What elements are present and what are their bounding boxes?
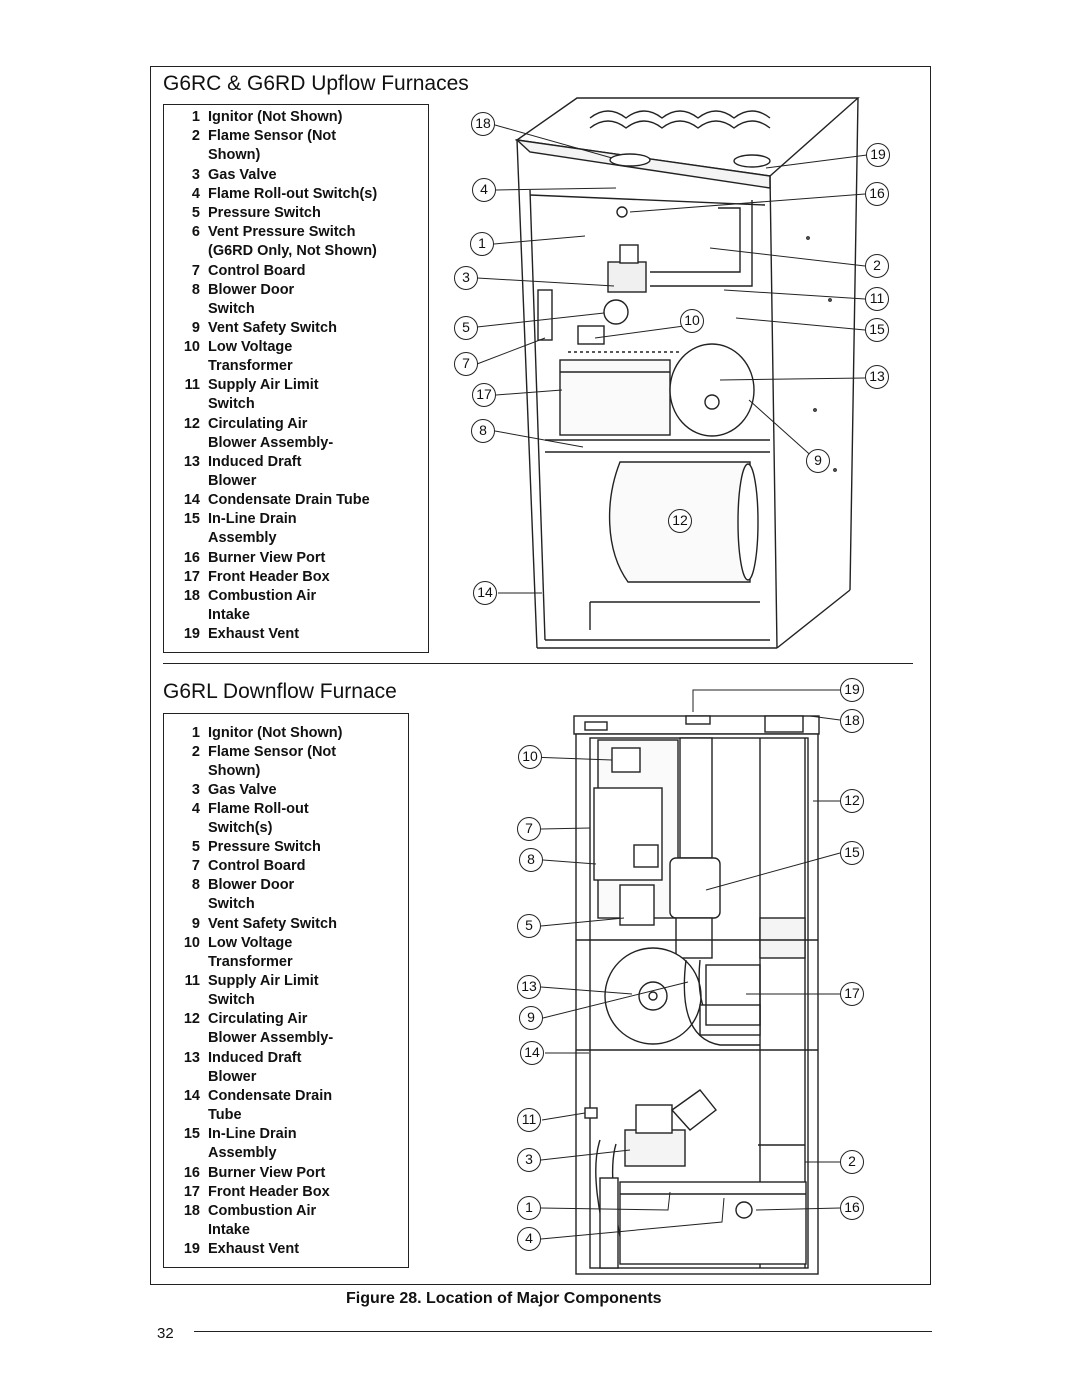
callout-upflow: 8: [471, 419, 495, 443]
page-number: 32: [157, 1325, 174, 1342]
callout-downflow: 3: [517, 1148, 541, 1172]
callout-downflow: 13: [517, 975, 541, 999]
callout-downflow: 9: [519, 1006, 543, 1030]
section-divider: [163, 663, 913, 664]
callout-upflow: 15: [865, 318, 889, 342]
callout-upflow: 4: [472, 178, 496, 202]
callout-downflow: 5: [517, 914, 541, 938]
figure-caption: Figure 28. Location of Major Components: [346, 1290, 662, 1307]
callout-downflow: 16: [840, 1196, 864, 1220]
callout-upflow: 16: [865, 182, 889, 206]
callout-downflow: 18: [840, 709, 864, 733]
upflow-furnace-drawing: [514, 97, 860, 649]
callout-upflow: 10: [680, 309, 704, 333]
callout-downflow: 11: [517, 1108, 541, 1132]
callout-upflow: 14: [473, 581, 497, 605]
footer-rule: [194, 1331, 932, 1332]
callout-downflow: 17: [840, 982, 864, 1006]
callout-downflow: 12: [840, 789, 864, 813]
figure-frame: [150, 66, 931, 1285]
callout-upflow: 1: [470, 232, 494, 256]
callout-upflow: 3: [454, 266, 478, 290]
upflow-title: G6RC & G6RD Upflow Furnaces: [163, 72, 469, 95]
callout-downflow: 15: [840, 841, 864, 865]
callout-downflow: 1: [517, 1196, 541, 1220]
callout-upflow: 9: [806, 449, 830, 473]
callout-downflow: 8: [519, 848, 543, 872]
callout-downflow: 2: [840, 1150, 864, 1174]
callout-downflow: 10: [518, 745, 542, 769]
callout-downflow: 7: [517, 817, 541, 841]
callout-upflow: 7: [454, 352, 478, 376]
callout-upflow: 18: [471, 112, 495, 136]
upflow-leader-lines: [476, 124, 868, 1240]
callout-upflow: 12: [668, 509, 692, 533]
callout-upflow: 5: [454, 316, 478, 340]
downflow-title: G6RL Downflow Furnace: [163, 680, 397, 703]
callout-downflow: 14: [520, 1041, 544, 1065]
downflow-furnace-drawing: [573, 715, 820, 1275]
callout-upflow: 13: [865, 365, 889, 389]
callout-downflow: 4: [517, 1227, 541, 1251]
callout-upflow: 11: [865, 287, 889, 311]
callout-upflow: 17: [472, 383, 496, 407]
callout-downflow: 19: [840, 678, 864, 702]
callout-upflow: 2: [865, 254, 889, 278]
callout-upflow: 19: [866, 143, 890, 167]
